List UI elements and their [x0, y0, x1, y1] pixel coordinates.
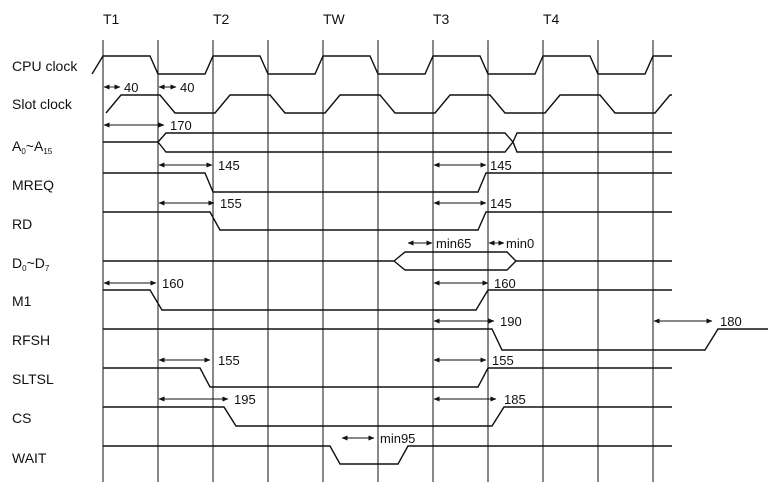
m1-rise-value: 160 [494, 276, 516, 291]
signal-label-wait: WAIT [12, 450, 47, 466]
mreq-rise-value: 145 [490, 158, 512, 173]
signal-label-data: D0~D7 [12, 255, 50, 273]
phase-label-t2: T2 [213, 11, 230, 27]
signal-label-cpu-clock: CPU clock [12, 58, 78, 74]
cpu-clock-wave [91, 55, 672, 75]
wait-wave [103, 445, 672, 465]
data-hold-value: min0 [506, 236, 534, 251]
rfsh-rise-value: 180 [720, 314, 742, 329]
signal-label-rd: RD [12, 216, 32, 232]
mreq-wave [103, 172, 672, 193]
signal-label-m1: M1 [12, 293, 32, 309]
signal-label-address: A0~A15 [12, 138, 53, 156]
cs-wave [103, 406, 672, 427]
signal-labels: CPU clock Slot clock A0~A15 MREQ RD D0~D… [12, 58, 78, 466]
cs-fall-value: 195 [234, 392, 256, 407]
signal-label-rfsh: RFSH [12, 332, 50, 348]
slot-low-value: 40 [180, 80, 194, 95]
phase-label-t1: T1 [103, 11, 120, 27]
slot-high-value: 40 [124, 80, 138, 95]
sltsl-rise-value: 155 [492, 353, 514, 368]
timing-annotations: 40 40 170 145 145 155 145 min65 min0 160… [103, 80, 742, 446]
slot-clock-wave [105, 94, 672, 114]
rd-fall-value: 155 [220, 196, 242, 211]
waveforms [91, 55, 768, 465]
rd-rise-value: 145 [490, 196, 512, 211]
data-setup-value: min65 [436, 236, 471, 251]
phase-labels: T1 T2 TW T3 T4 [103, 11, 560, 27]
signal-label-sltsl: SLTSL [12, 371, 54, 387]
sltsl-fall-value: 155 [218, 353, 240, 368]
signal-label-slot-clock: Slot clock [12, 96, 73, 112]
phase-label-tw: TW [323, 11, 346, 27]
sltsl-wave [103, 367, 672, 388]
signal-label-cs: CS [12, 410, 31, 426]
rfsh-fall-value: 190 [500, 314, 522, 329]
signal-label-mreq: MREQ [12, 177, 54, 193]
mreq-fall-value: 145 [218, 158, 240, 173]
data-bus-wave [103, 251, 672, 271]
address-bus-wave [103, 132, 672, 153]
wait-width-value: min95 [380, 431, 415, 446]
addr-delay-value: 170 [170, 118, 192, 133]
m1-fall-value: 160 [162, 276, 184, 291]
rd-wave [103, 211, 672, 231]
phase-label-t4: T4 [543, 11, 560, 27]
cs-rise-value: 185 [504, 392, 526, 407]
m1-wave [103, 289, 672, 311]
rfsh-wave [103, 328, 768, 351]
phase-label-t3: T3 [433, 11, 450, 27]
